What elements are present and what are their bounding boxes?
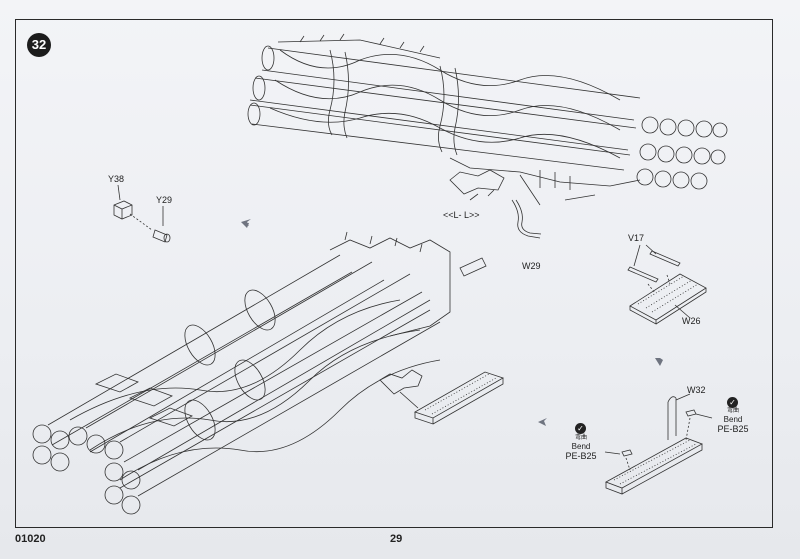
small-parts-v17-w26 xyxy=(627,244,707,325)
bend-part-label: PE-B25 xyxy=(717,424,749,434)
part-label-v17: V17 xyxy=(628,233,645,243)
step-number-badge: 32 xyxy=(27,33,51,57)
bend-callout-right: 弯曲 Bend PE-B25 xyxy=(712,408,754,435)
bend-part-label: PE-B25 xyxy=(565,451,597,461)
bend-callout-left: 弯曲 Bend PE-B25 xyxy=(560,435,602,462)
product-code: 01020 xyxy=(15,533,46,545)
page-number: 29 xyxy=(390,533,403,545)
check-icon: ✓ xyxy=(727,397,738,408)
bottom-launcher-assembly xyxy=(32,231,504,515)
bend-zh-label: 弯曲 xyxy=(726,408,739,414)
w32-step-assembly xyxy=(604,393,713,495)
part-label-w26: W26 xyxy=(682,316,701,326)
bend-zh-label: 弯曲 xyxy=(574,435,587,441)
part-label-ll: <<L- L>> xyxy=(443,210,480,220)
top-launcher-assembly xyxy=(247,33,728,239)
bend-en-label: Bend xyxy=(571,442,591,451)
check-icon: ✓ xyxy=(575,423,586,434)
part-label-w32: W32 xyxy=(687,385,706,395)
part-label-y29: Y29 xyxy=(156,195,173,205)
small-parts-y38-y29 xyxy=(113,184,171,243)
part-label-y38: Y38 xyxy=(108,174,125,184)
direction-arrows xyxy=(241,219,663,426)
part-label-w29: W29 xyxy=(522,261,541,271)
bend-en-label: Bend xyxy=(723,415,743,424)
page-frame xyxy=(15,19,773,528)
